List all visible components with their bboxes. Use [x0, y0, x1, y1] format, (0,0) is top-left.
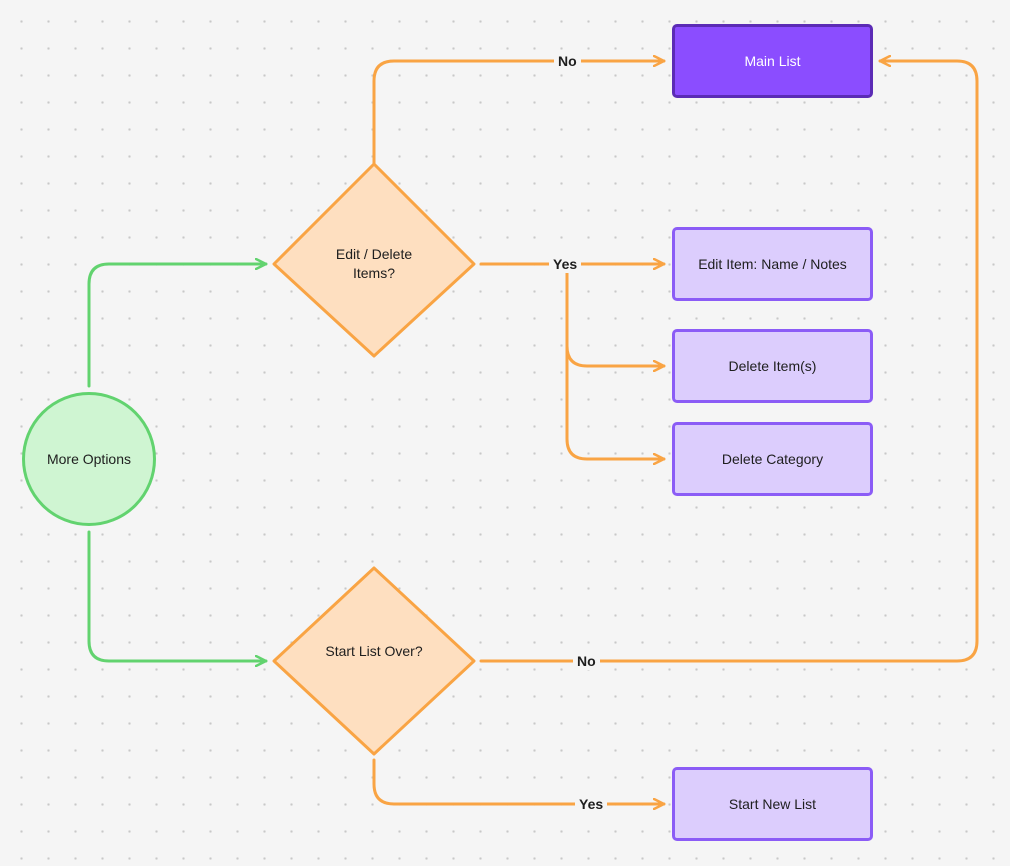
connector-start-over-no-to-main-list	[479, 61, 979, 663]
edge-label-start-no: No	[573, 652, 600, 670]
edge-label-edit-yes: Yes	[549, 255, 582, 273]
connector-edit-delete-no-to-main-list	[372, 61, 666, 166]
edit-item-label: Edit Item: Name / Notes	[698, 256, 847, 272]
delete-category-node[interactable]: Delete Category	[672, 422, 873, 496]
edit-delete-label: Edit / Delete Items?	[335, 246, 413, 281]
edit-delete-decision-diamond[interactable]	[272, 162, 476, 358]
start-over-label: Start List Over?	[325, 643, 423, 659]
delete-category-label: Delete Category	[721, 451, 824, 467]
start-new-list-label: Start New List	[728, 796, 817, 812]
connector-start-over-yes-to-start-new	[372, 758, 666, 804]
start-over-decision-diamond[interactable]	[272, 566, 476, 756]
edge-label-start-yes: Yes	[575, 795, 608, 813]
connector-yes-to-delete-category	[565, 344, 666, 459]
connector-more-options-to-edit-delete	[87, 264, 268, 388]
edit-item-node[interactable]: Edit Item: Name / Notes	[672, 227, 873, 301]
more-options-label: More Options	[46, 451, 132, 467]
main-list-node[interactable]: Main List	[672, 24, 873, 98]
start-new-list-node[interactable]: Start New List	[672, 767, 873, 841]
more-options-node[interactable]: More Options	[22, 392, 156, 526]
edge-label-edit-no: No	[554, 52, 581, 70]
main-list-label: Main List	[744, 53, 801, 69]
delete-items-node[interactable]: Delete Item(s)	[672, 329, 873, 403]
delete-items-label: Delete Item(s)	[728, 358, 817, 374]
connector-yes-to-delete-items	[565, 262, 666, 366]
connector-more-options-to-start-over	[87, 530, 268, 661]
